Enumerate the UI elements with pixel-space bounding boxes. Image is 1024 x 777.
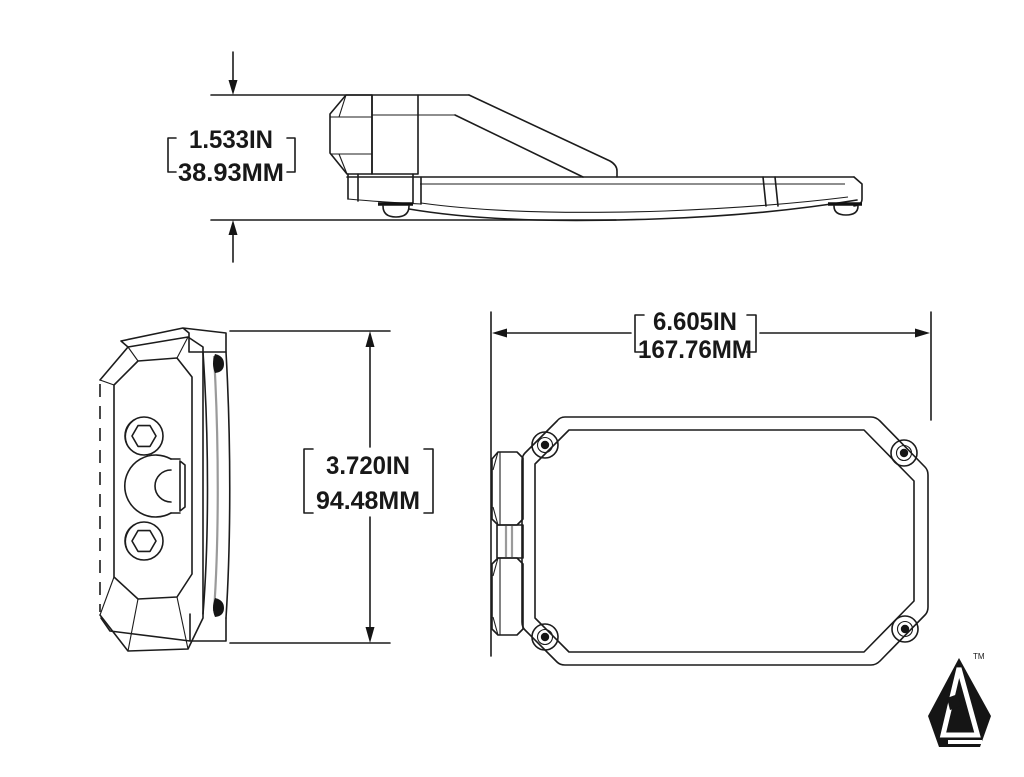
profile-height-mm: 38.93MM <box>178 159 284 187</box>
bracket-right <box>746 314 757 353</box>
dim-arrow-up <box>365 331 375 347</box>
edge-screw-bottom <box>213 598 224 617</box>
dim-arrow-right <box>915 328 930 338</box>
side-end-view <box>99 327 391 652</box>
profile-dim-arrow-top <box>228 51 238 95</box>
u-clamp <box>123 454 186 518</box>
clamp-block-profile <box>329 94 373 175</box>
hex-bolt-lower <box>124 521 164 561</box>
front-width-dimension: 6.605IN 167.76MM <box>492 308 930 364</box>
brand-logo: TM <box>928 652 991 747</box>
corner-screw-bottom-right <box>891 615 919 643</box>
mirror-arm-profile <box>454 94 618 178</box>
side-height-mm: 94.48MM <box>316 487 420 515</box>
right-foot-screw <box>828 202 862 216</box>
profile-height-dimension: 1.533IN 38.93MM <box>167 126 296 187</box>
corner-screw-top-right <box>890 439 918 467</box>
profile-height-inches: 1.533IN <box>189 126 273 154</box>
hex-bolt-upper <box>124 416 164 456</box>
front-width-inches: 6.605IN <box>653 308 737 336</box>
bottom-cap <box>100 613 227 642</box>
mirror-bottom-curve <box>408 199 858 222</box>
mirror-housing-outline <box>521 416 929 666</box>
edge-screw-top <box>213 354 224 373</box>
left-foot-screw <box>378 202 413 218</box>
top-cap <box>120 327 227 353</box>
corner-screw-top-left <box>531 431 559 459</box>
bracket-left <box>634 314 645 353</box>
front-face-view: 6.605IN 167.76MM <box>490 308 932 666</box>
mirror-glass-curve <box>420 196 849 213</box>
side-height-inches: 3.720IN <box>326 452 410 480</box>
clamp-plate-outline <box>99 336 204 652</box>
corner-facets <box>99 336 189 652</box>
clamp-plate-inner-face <box>113 357 193 600</box>
bracket-left <box>167 137 177 173</box>
logo-trademark: TM <box>973 652 985 661</box>
front-width-mm: 167.76MM <box>638 336 752 364</box>
logo-notch <box>947 694 961 710</box>
dim-arrow-left <box>492 328 507 338</box>
dim-arrow-down <box>365 627 375 643</box>
bracket-right <box>423 448 434 514</box>
front-clamp-blocks <box>491 451 524 636</box>
mirror-bezel-outline <box>534 429 915 653</box>
bracket-right <box>286 137 296 173</box>
mount-body-profile <box>371 94 419 175</box>
top-profile-view: 1.533IN 38.93MM <box>167 51 863 263</box>
mirror-housing-edge <box>202 351 231 619</box>
corner-screw-bottom-left <box>531 623 559 651</box>
side-height-dimension: 3.720IN 94.48MM <box>303 331 434 643</box>
mirror-head-profile <box>346 173 863 222</box>
bracket-left <box>303 448 314 514</box>
profile-dim-arrow-bottom <box>228 220 238 263</box>
